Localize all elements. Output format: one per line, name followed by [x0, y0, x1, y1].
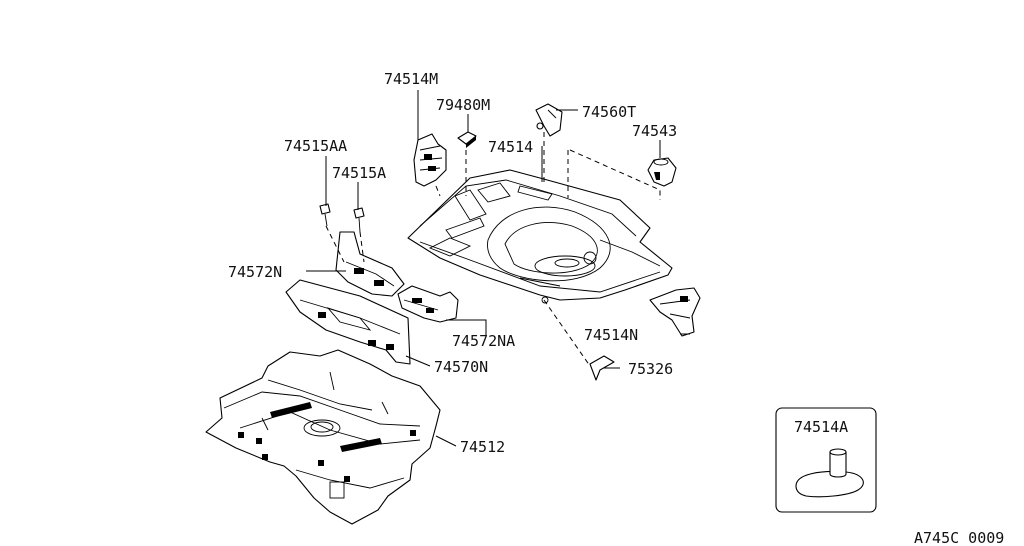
label-74570n: 74570N: [434, 358, 488, 376]
cross-member-74572na: [397, 285, 459, 323]
label-74514n: 74514N: [584, 326, 638, 344]
label-74560t: 74560T: [582, 103, 636, 121]
bracket-75326: [589, 355, 615, 381]
label-74514: 74514: [488, 138, 533, 156]
phantom-lines: [325, 132, 661, 367]
label-74543: 74543: [632, 122, 677, 140]
part-number-labels: 74514M 79480M 74560T 74543 74514 74515AA…: [228, 70, 1004, 546]
bracket-74514n: [649, 287, 701, 337]
rear-floor-panel-74514: [407, 169, 673, 304]
bracket-74514m: [413, 133, 447, 187]
cross-member-74570n: [285, 279, 411, 365]
figure-code: A745C 0009: [914, 529, 1004, 546]
bolt-74515aa: [319, 203, 331, 227]
bracket-74560t: [535, 103, 563, 137]
inset-label-74514a: 74514A: [794, 418, 848, 436]
grommet-74543: [647, 157, 677, 187]
leader-lines: [306, 90, 690, 447]
cross-member-74572n: [335, 231, 405, 297]
label-75326: 75326: [628, 360, 673, 378]
label-74572na: 74572NA: [452, 332, 515, 350]
label-79480m: 79480M: [436, 96, 490, 114]
label-74515a: 74515A: [332, 164, 386, 182]
label-74514m: 74514M: [384, 70, 438, 88]
inset-box-74514a: [775, 407, 877, 513]
label-74515aa: 74515AA: [284, 137, 347, 155]
bolt-74515a: [353, 207, 365, 233]
front-floor-panel-74512: [205, 349, 441, 525]
label-74512: 74512: [460, 438, 505, 456]
label-74572n: 74572N: [228, 263, 282, 281]
pad-79480m: [457, 131, 477, 148]
